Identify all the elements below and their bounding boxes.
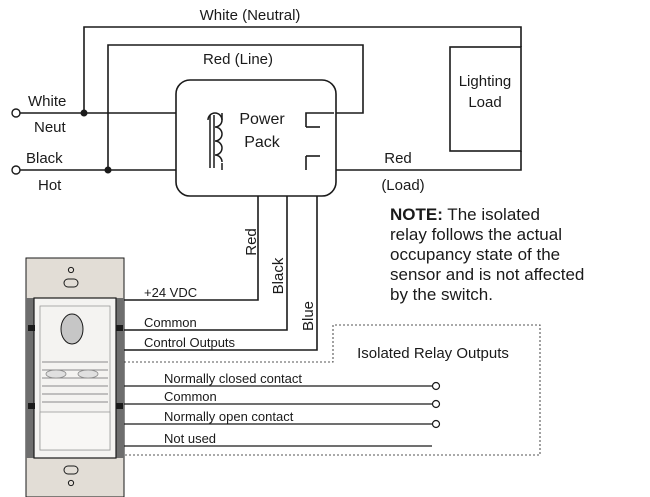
blue-control-wire [124, 196, 318, 351]
terminal-black-label: Black [26, 150, 63, 167]
terminal-white [11, 108, 21, 118]
note-line-3: occupancy state of the [390, 245, 560, 264]
junction-dot-hot [104, 166, 112, 174]
note-line-1: NOTE: The isolated [390, 205, 540, 224]
strap-right [116, 298, 124, 458]
tab-right-1 [116, 325, 123, 331]
terminal-neut-label: Neut [34, 119, 67, 136]
no-label: Normally open contact [164, 409, 294, 424]
screw-bottom-dot [67, 479, 75, 487]
grill-indicator-left [45, 369, 67, 379]
terminal-black [11, 165, 21, 175]
screw-top-dot [67, 266, 75, 274]
red-24vdc-wire [124, 196, 259, 301]
note-line-5: by the switch. [390, 285, 493, 304]
lighting-load-label-1: Lighting [459, 73, 512, 90]
relay-output-wires [124, 385, 432, 447]
tab-right-2 [116, 403, 123, 409]
lighting-load-label-2: Load [468, 94, 501, 111]
note-label: NOTE: [390, 205, 443, 224]
note-line-4: sensor and is not affected [390, 265, 584, 284]
wire-black-label: Black [270, 257, 287, 294]
plus24-label: +24 VDC [144, 285, 197, 300]
terminal-hot-label: Hot [38, 177, 62, 194]
note-line-2: relay follows the actual [390, 225, 562, 244]
upper-wires [20, 26, 522, 351]
relay-contacts [305, 112, 334, 170]
screw-bottom-slot [63, 465, 79, 475]
nc-label: Normally closed contact [164, 371, 302, 386]
isolated-relay-title: Isolated Relay Outputs [357, 345, 509, 362]
white-neutral-label: White (Neutral) [200, 7, 301, 24]
power-pack-label-1: Power [239, 111, 285, 128]
wire-blue-label: Blue [300, 301, 317, 331]
black-common-wire [124, 196, 288, 331]
screw-top-slot [63, 278, 79, 288]
sensor-lens [60, 313, 84, 345]
terminal-white-label: White [28, 93, 66, 110]
power-pack-box [175, 79, 337, 197]
grill-indicator-right [77, 369, 99, 379]
nc-terminal [431, 381, 441, 391]
relay-common-label: Common [164, 389, 217, 404]
occupancy-sensor-device [25, 257, 125, 497]
red-line-wire [107, 44, 364, 170]
not-used-label: Not used [164, 431, 216, 446]
strap-left [26, 298, 34, 458]
red-line-label: Red (Line) [203, 51, 273, 68]
red-load-label-top: Red [384, 150, 412, 167]
power-pack-label-2: Pack [244, 134, 281, 151]
lighting-load-box [449, 46, 522, 152]
no-terminal [431, 419, 441, 429]
junction-dot-neutral [80, 109, 88, 117]
red-load-label-bottom: (Load) [381, 177, 424, 194]
isolated-relay-dotted-border [124, 324, 541, 456]
relay-common-terminal [431, 399, 441, 409]
common-label: Common [144, 315, 197, 330]
wire-red-label: Red [243, 228, 260, 256]
transformer-coil [207, 112, 223, 170]
control-outputs-label: Control Outputs [144, 335, 236, 350]
red-load-wire [306, 151, 522, 171]
tab-left-2 [28, 403, 35, 409]
note-line-1-text: The isolated [443, 205, 540, 224]
tab-left-1 [28, 325, 35, 331]
switch-rocker [39, 411, 111, 451]
white-neutral-wire [83, 26, 522, 113]
